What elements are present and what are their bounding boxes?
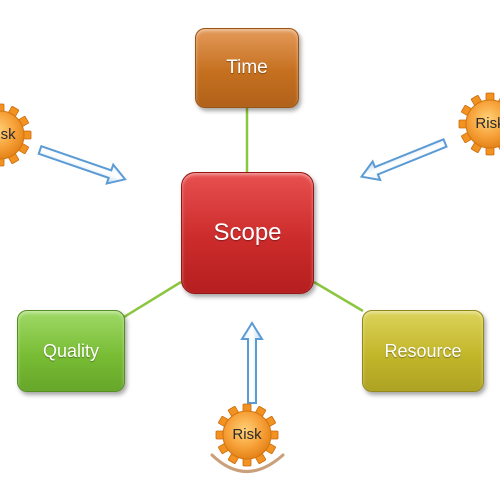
risk-gear-left-icon: [0, 103, 32, 167]
gear-swirl-decoration: [210, 453, 285, 473]
risk-label-right: Risk: [475, 115, 500, 132]
resource-label: Resource: [384, 340, 462, 361]
connector-resource-scope: [313, 280, 364, 313]
arrow-bottom-risk-to-scope: [240, 321, 264, 404]
quality-box: Quality: [17, 310, 125, 392]
time-box: Time: [195, 28, 299, 108]
risk-label-bottom: Risk: [232, 426, 262, 443]
arrow-left-risk-to-scope: [37, 144, 127, 185]
scope-label: Scope: [213, 219, 282, 246]
quality-label: Quality: [42, 340, 100, 361]
connector-quality-scope: [123, 280, 182, 319]
time-label: Time: [226, 57, 268, 78]
arrow-right-risk-to-scope: [359, 137, 448, 182]
risk-label-left: Risk: [0, 126, 16, 143]
resource-box: Resource: [362, 310, 484, 392]
scope-box: Scope: [181, 172, 314, 294]
